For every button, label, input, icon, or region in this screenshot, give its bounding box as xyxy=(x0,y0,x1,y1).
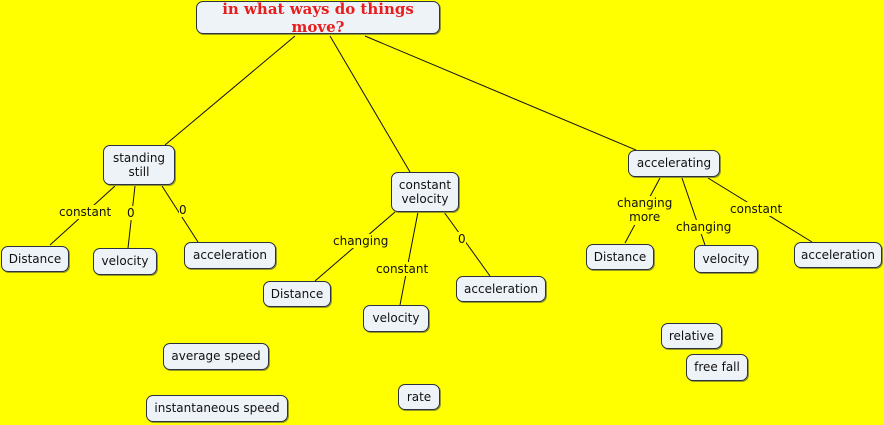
concept-standing-acceleration[interactable]: acceleration xyxy=(184,242,276,269)
link-label-accelerating-velocity: changing xyxy=(676,220,732,235)
concept-rate[interactable]: rate xyxy=(398,384,440,410)
concept-standing-distance[interactable]: Distance xyxy=(1,246,69,272)
concept-constant-acceleration[interactable]: acceleration xyxy=(456,276,546,302)
concept-average-speed[interactable]: average speed xyxy=(163,343,269,370)
concept-instantaneous-speed[interactable]: instantaneous speed xyxy=(146,395,288,422)
link-label-standing-velocity: 0 xyxy=(127,206,135,221)
root-concept[interactable]: in what ways do things move? xyxy=(196,0,440,36)
link-label-standing-distance: constant xyxy=(59,205,112,220)
link-label-constant-velocity: constant xyxy=(376,262,429,277)
concept-constant-distance[interactable]: Distance xyxy=(263,281,331,307)
concept-accelerating-distance[interactable]: Distance xyxy=(586,244,654,270)
link-label-constant-acceleration: 0 xyxy=(458,232,466,247)
link-label-constant-distance: changing xyxy=(333,234,389,249)
concept-accelerating-acceleration[interactable]: acceleration xyxy=(794,242,882,268)
concept-standing-still[interactable]: standing still xyxy=(103,145,175,185)
concept-free-fall[interactable]: free fall xyxy=(686,354,748,381)
concept-constant-velocity-child[interactable]: velocity xyxy=(363,305,429,332)
concept-accelerating[interactable]: accelerating xyxy=(628,150,720,177)
link-label-accelerating-distance: changing more xyxy=(617,196,673,225)
link-label-standing-acceleration: 0 xyxy=(179,203,187,218)
link-label-accelerating-acceleration: constant xyxy=(730,202,783,217)
concept-accelerating-velocity[interactable]: velocity xyxy=(694,245,758,273)
concept-standing-velocity[interactable]: velocity xyxy=(93,248,157,275)
concept-relative[interactable]: relative xyxy=(661,323,722,349)
concept-constant-velocity[interactable]: constant velocity xyxy=(391,172,459,212)
